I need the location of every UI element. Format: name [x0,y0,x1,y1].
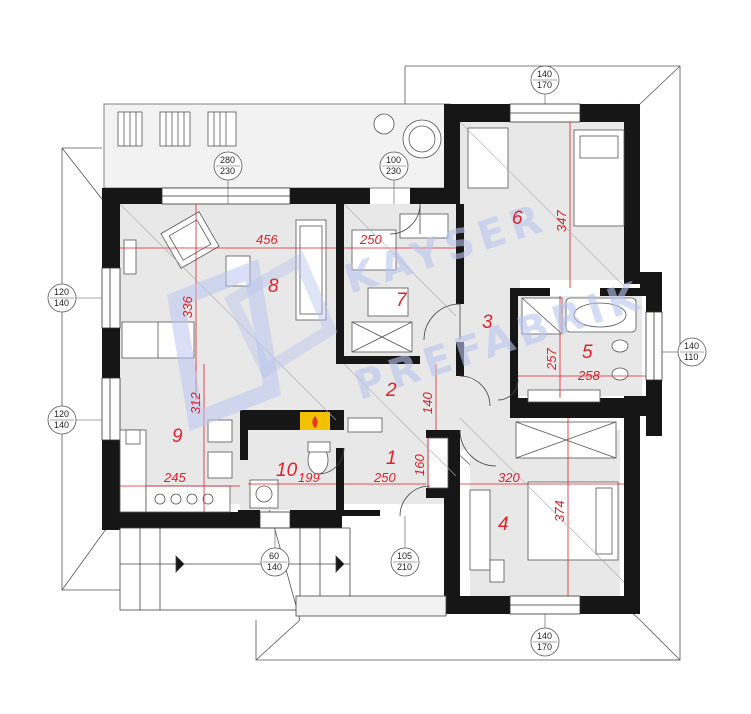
opening-140-170-top: 140 170 [530,65,560,104]
dim-bath-width: 258 [577,368,600,383]
doors [317,203,519,517]
opening-3-top: 120 [54,287,69,297]
opening-1-top: 100 [386,155,401,165]
dim-bath-height: 257 [544,348,559,371]
room-diagonals [119,121,625,583]
room-label-8: 8 [268,276,279,297]
opening-5-bottom: 110 [684,352,698,362]
room-label-9: 9 [172,426,183,447]
opening-140-170-bottom: 140 170 [530,614,560,657]
opening-8-bottom: 170 [537,642,552,652]
room-labels: 1 2 3 4 5 6 7 8 9 10 [172,208,593,535]
furniture [119,127,637,583]
room-label-2: 2 [385,380,397,401]
dim-living-width: 456 [256,232,278,247]
opening-0-bottom: 230 [220,166,235,176]
dim-hall-width: 250 [373,470,396,485]
room-label-5: 5 [582,342,593,363]
dim-hall-height-a: 140 [420,392,435,414]
opening-4-bottom: 140 [54,420,69,430]
opening-6-top: 60 [269,551,279,561]
stairs [119,527,447,617]
room-label-4: 4 [498,514,509,535]
opening-120-140-a: 120 140 [47,283,102,313]
dim-kitchen-width: 245 [163,470,186,485]
dim-living-height: 336 [180,296,195,318]
fridge [207,451,233,479]
opening-60-140: 60 140 [260,528,290,577]
opening-140-110: 140 110 [662,337,707,367]
room-label-3: 3 [482,312,493,333]
opening-105-210: 105 210 [390,516,420,577]
room-label-7: 7 [396,290,408,311]
opening-4-top: 120 [54,409,69,419]
opening-5-top: 140 [684,341,699,351]
dim-room4-height: 374 [552,500,567,522]
opening-280-230: 280 230 [213,151,243,204]
tv-unit [123,239,137,275]
sink [125,429,141,445]
opening-7-top: 105 [397,551,412,561]
dim-kitchen-height: 312 [188,392,203,414]
opening-2-bottom: 170 [537,80,552,90]
dim-room6-height: 347 [554,210,569,232]
opening-7-bottom: 210 [397,562,412,572]
opening-8-top: 140 [537,631,552,641]
dim-hall-height-b: 160 [412,454,427,476]
room-label-6: 6 [512,208,523,229]
stove [207,419,233,443]
garden-table [373,113,442,159]
windows [101,103,663,615]
opening-2-top: 140 [537,69,552,79]
opening-6-bottom: 140 [267,562,282,572]
opening-0-top: 280 [220,155,235,165]
walls [102,104,662,614]
sun-lounger [117,111,237,147]
opening-1-bottom: 230 [386,166,401,176]
fireplace [300,412,330,430]
room-label-10: 10 [276,460,298,481]
dim-room7-width: 250 [359,232,382,247]
opening-100-230: 100 230 [379,151,409,204]
opening-3-bottom: 140 [54,298,69,308]
dimension-lines [120,122,646,596]
dim-room4-width: 320 [498,470,520,485]
opening-120-140-b: 120 140 [47,405,102,435]
dimension-labels: 456 336 250 347 257 258 312 245 199 250 … [163,210,600,522]
dim-wc-width: 199 [298,470,320,485]
room-label-1: 1 [386,448,397,469]
opening-callouts: 280 230 100 230 140 170 120 140 [47,65,707,657]
